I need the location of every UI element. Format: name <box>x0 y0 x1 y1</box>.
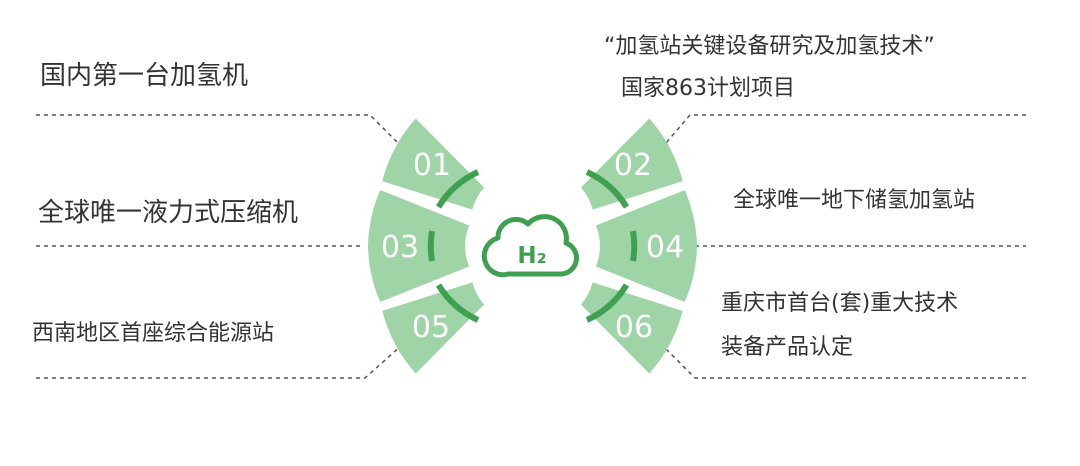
accent-arc-left-bot <box>435 283 480 323</box>
label-03: 全球唯一液力式压缩机 <box>38 198 299 228</box>
leader-line-01 <box>36 114 406 151</box>
accent-arc-right-top <box>585 169 630 209</box>
leader-line-05 <box>36 344 403 379</box>
leader-line-02 <box>659 114 1026 151</box>
segment-number-06: 06 <box>615 310 653 345</box>
leader-lines <box>36 114 1026 379</box>
segment-number-03: 03 <box>381 230 419 265</box>
label-02-line2: 国家863计划项目 <box>621 76 795 101</box>
label-05: 西南地区首座综合能源站 <box>32 321 275 346</box>
label-06-line2: 装备产品认定 <box>721 335 854 360</box>
accent-arc-left-top <box>435 169 480 209</box>
accent-arc-left-mid <box>427 230 435 262</box>
left-arc <box>368 118 485 374</box>
segment-number-05: 05 <box>412 310 450 345</box>
accent-arc-right-bot <box>585 283 630 323</box>
leader-line-06 <box>661 344 1026 379</box>
accent-arc-right-mid <box>630 230 638 262</box>
center-label: H₂ <box>517 243 546 269</box>
segment-04 <box>595 190 697 302</box>
label-06-line1: 重庆市首台(套)重大技术 <box>721 291 959 316</box>
segment-number-02: 02 <box>614 148 652 183</box>
label-04: 全球唯一地下储氢加氢站 <box>733 188 976 213</box>
label-01: 国内第一台加氢机 <box>40 61 249 91</box>
segment-number-01: 01 <box>413 148 451 183</box>
hydrogen-cloud-icon: H₂ <box>481 214 579 278</box>
segment-number-04: 04 <box>646 230 684 265</box>
label-02-line1: “加氢站关键设备研究及加氢技术” <box>604 34 935 59</box>
right-arc <box>580 118 697 374</box>
segment-03 <box>368 190 470 302</box>
